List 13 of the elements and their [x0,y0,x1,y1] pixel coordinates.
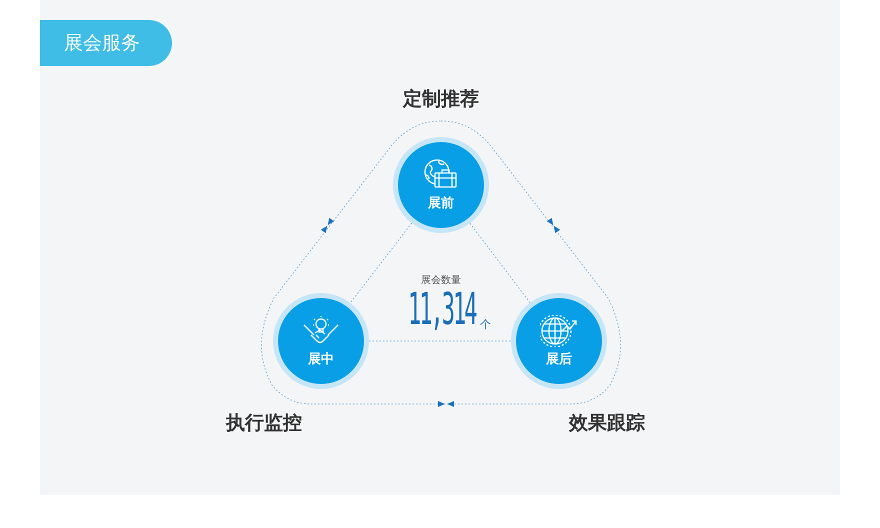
count-caption: 展会数量 [421,274,461,287]
stage-label: 执行监控 [226,411,302,436]
count-unit: 个 [480,317,491,332]
stage-name: 展前 [428,194,454,212]
stage-name: 展中 [308,350,334,368]
connector-line [350,222,412,304]
stage-label: 效果跟踪 [569,411,645,436]
count-number: 11,314 [408,288,476,332]
connector-line [368,340,512,342]
stage-label: 定制推荐 [403,87,479,112]
section-tab: 展会服务 [40,20,172,66]
connector-line [470,222,530,304]
stage-name: 展后 [546,350,572,368]
